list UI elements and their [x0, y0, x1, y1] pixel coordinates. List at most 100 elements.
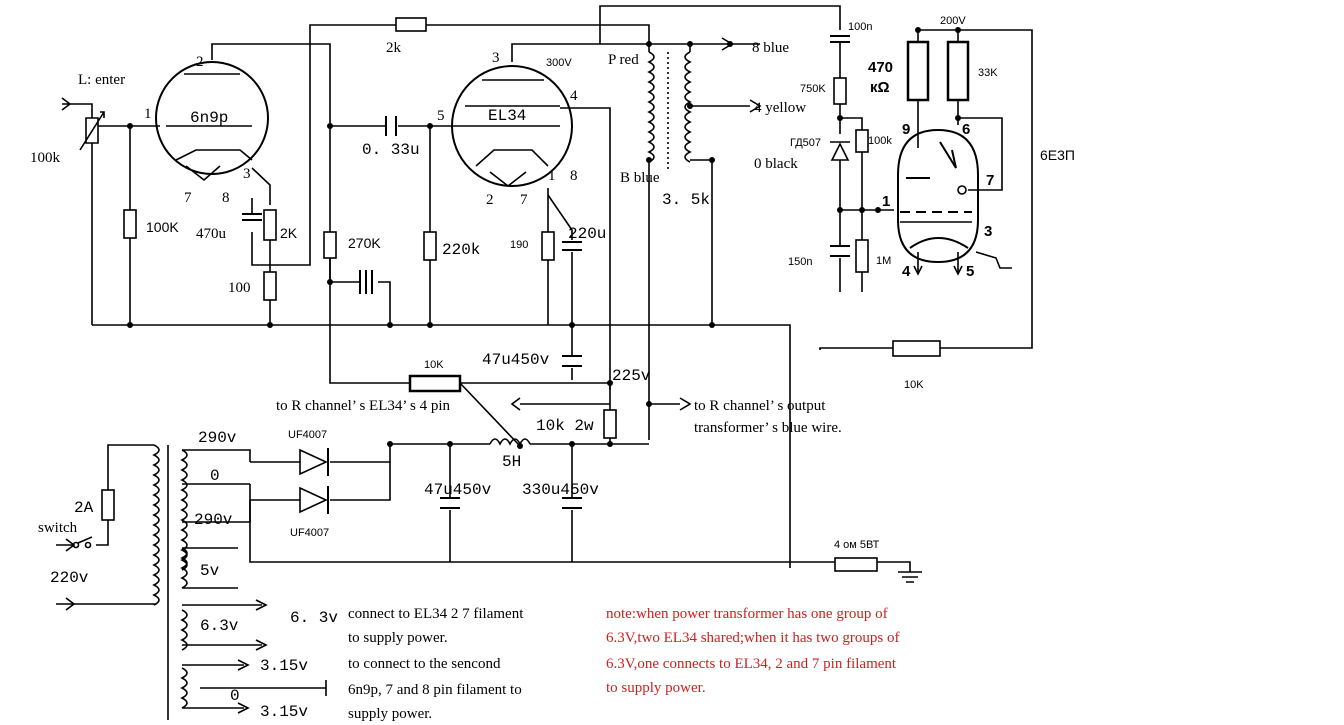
arrow-right-icon [679, 397, 692, 411]
pin-label: 5 [966, 263, 974, 280]
resistor-label: 100 [228, 280, 251, 296]
r-grid-label: 100K [146, 219, 179, 235]
pin-label: 3 [984, 223, 992, 240]
diode-label: UF4007 [288, 429, 327, 441]
pin-label: 3 [492, 50, 500, 66]
voltage-label: 6.3v [200, 617, 239, 635]
cap-47u-psu [440, 497, 460, 509]
power-transformer [152, 444, 327, 720]
note-text: transformer’ s blue wire. [694, 420, 842, 436]
cap-label: 0. 33u [362, 141, 420, 159]
red-note: to supply power. [606, 680, 706, 696]
cap-033u [385, 116, 397, 136]
ot-label: P red [608, 52, 639, 68]
note-text: to R channel’ s EL34’ s 4 pin [276, 398, 450, 414]
resistor-label: 1M [876, 255, 891, 267]
pin-label: 2 [486, 192, 494, 208]
resistor-470k [906, 40, 930, 102]
rectifier-diode-icon [299, 448, 329, 514]
note-text: supply power. [348, 706, 432, 722]
resistor-1m [855, 239, 869, 273]
note-text: connect to EL34 2 7 filament [348, 606, 524, 622]
voltage-label: 5v [200, 562, 220, 580]
output-label: 4 yellow [754, 100, 806, 116]
cap-label: 220u [568, 225, 606, 243]
resistor-270k [323, 231, 337, 259]
pin-label: 8 [570, 168, 578, 184]
pin-label: 1 [144, 106, 152, 122]
red-note: 6.3V,one connects to EL34, 2 and 7 pin f… [606, 656, 897, 672]
resistor-label: 100k [868, 135, 892, 147]
resistor-label: 2k [386, 40, 402, 56]
resistor-10k-top [408, 374, 462, 393]
switch-label: switch [38, 520, 78, 536]
tube-6n9p [155, 61, 269, 182]
pot-label: 100k [30, 150, 61, 166]
diode-label: UF4007 [290, 527, 329, 539]
red-note: 6.3V,two EL34 shared;when it has two gro… [606, 630, 899, 646]
resistor-10k-2w [603, 409, 617, 439]
voltage-label: 3.15v [260, 703, 308, 721]
cap-label: 100n [848, 21, 872, 33]
arrow-right-icon [749, 99, 762, 113]
resistor-4ohm [834, 557, 878, 572]
cap-label: 330u450v [522, 481, 599, 499]
cap-47u [562, 355, 582, 367]
pin-label: 4 [902, 263, 911, 280]
resistor-220k [423, 231, 437, 261]
resistor-100-cathode [263, 271, 277, 301]
cap-label: 150n [788, 256, 812, 268]
output-label: 0 black [754, 156, 798, 172]
resistor-label: 220k [442, 241, 480, 259]
voltage-label: 200V [940, 15, 966, 27]
resistor-label: 270K [348, 235, 381, 251]
resistor-label: 10K [904, 379, 924, 391]
resistor-2k-plate [395, 17, 427, 32]
ground-icon [898, 571, 922, 583]
voltage-label: 0 [230, 687, 240, 705]
cap-330u [562, 497, 582, 509]
note-text: to connect to the sencond [348, 656, 501, 672]
cap-100n [830, 35, 850, 43]
choke-icon [489, 438, 531, 446]
voltage-label: 225v [612, 367, 651, 385]
resistor-190 [541, 231, 555, 261]
tube2-label: EL34 [488, 107, 526, 125]
resistor-750k [833, 77, 847, 105]
resistor-100k-trim [855, 129, 869, 153]
cap-150n [830, 245, 850, 257]
pin-label: 7 [986, 172, 994, 189]
voltage-label: 300V [546, 57, 572, 69]
cap-label: 47u450v [482, 351, 550, 369]
diode-label: ГД507 [790, 137, 821, 149]
pin-label: 7 [184, 190, 192, 206]
resistor-label: 470 [868, 59, 893, 76]
tube1-label: 6n9p [190, 109, 228, 127]
pin-label: 7 [520, 192, 528, 208]
fuse-label: 2A [74, 499, 94, 517]
pin-label: 1 [548, 168, 556, 184]
switch-icon [77, 536, 93, 544]
resistor-label: 10k 2w [536, 417, 594, 435]
pin-label: 5 [437, 108, 445, 124]
resistor-10k-right [892, 340, 941, 357]
cap-220u [562, 241, 582, 251]
voltage-label: 220v [50, 569, 89, 587]
output-label: 8 blue [752, 40, 789, 56]
resistor-33k [946, 40, 970, 102]
fuse-icon [101, 489, 115, 521]
arrow-left-icon [510, 397, 521, 411]
resistor-label: 33K [978, 67, 998, 79]
pin-label: 3 [243, 166, 251, 182]
note-text: to supply power. [348, 630, 448, 646]
choke-label: 5H [502, 453, 521, 471]
voltage-label: 3.15v [260, 657, 308, 675]
ot-label: 3. 5k [662, 191, 710, 209]
junction-dots [127, 27, 961, 449]
tube3-label: 6Е3П [1040, 147, 1075, 163]
resistor-label: 2K [280, 225, 298, 241]
pin-label: 9 [902, 121, 910, 138]
pin-label: 4 [570, 88, 578, 104]
pin-label: 1 [882, 193, 890, 210]
